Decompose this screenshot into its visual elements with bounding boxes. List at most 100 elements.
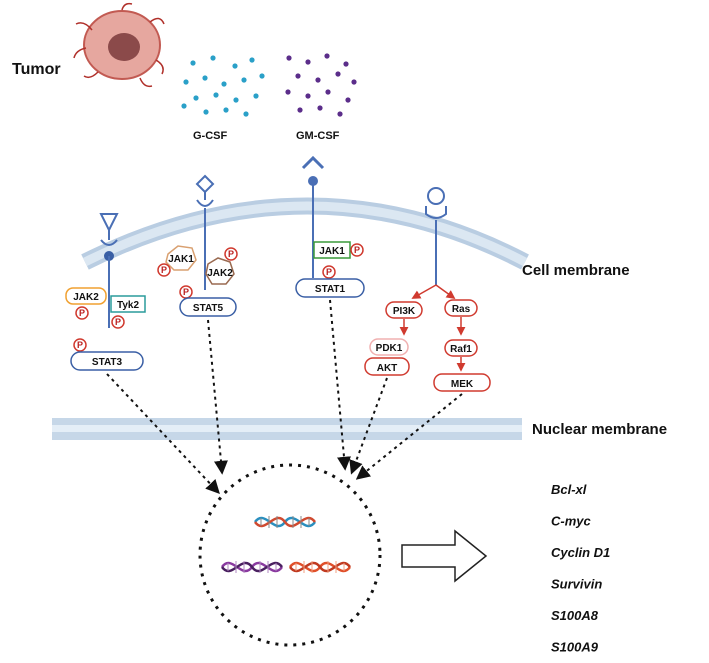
jak2-left-box bbox=[65, 287, 107, 305]
g-csf-label: G-CSF bbox=[193, 130, 228, 142]
akt-box bbox=[364, 357, 410, 376]
molecule-dot bbox=[259, 73, 265, 79]
pi3k-box bbox=[385, 301, 423, 319]
mek-box bbox=[433, 373, 491, 392]
phospho-badge bbox=[111, 315, 125, 329]
gene-label: Survivin bbox=[551, 577, 602, 592]
jak1-mid-shape bbox=[165, 245, 197, 271]
g-csf-molecules bbox=[181, 55, 265, 117]
molecule-dot bbox=[223, 107, 229, 113]
phospho-label: P bbox=[228, 249, 234, 259]
stat1-box bbox=[295, 278, 365, 298]
raf1-label: Raf1 bbox=[450, 344, 472, 355]
mek-label: MEK bbox=[451, 379, 474, 390]
molecule-dot bbox=[295, 73, 301, 79]
akt-label: AKT bbox=[377, 363, 398, 374]
nucleus-boundary bbox=[198, 463, 382, 647]
molecule-dot bbox=[193, 95, 199, 101]
dna-icon bbox=[288, 561, 352, 573]
jak1-right-label: JAK1 bbox=[319, 246, 345, 257]
molecule-dot bbox=[241, 77, 247, 83]
phospho-badge bbox=[75, 306, 89, 320]
gene-label: S100A8 bbox=[551, 608, 599, 623]
gene-label: S100A9 bbox=[551, 640, 599, 655]
phospho-label: P bbox=[354, 245, 360, 255]
right-arrow-icon bbox=[401, 529, 488, 583]
pi3k-label: PI3K bbox=[393, 306, 416, 317]
jak2-mid-label: JAK2 bbox=[207, 268, 233, 279]
stat5-box bbox=[179, 297, 237, 317]
molecule-dot bbox=[232, 63, 238, 69]
phospho-badge bbox=[73, 338, 87, 352]
phospho-label: P bbox=[77, 340, 83, 350]
molecule-dot bbox=[233, 97, 239, 103]
tumor-label: Tumor bbox=[12, 61, 61, 78]
molecule-dot bbox=[181, 103, 187, 109]
nuclear-translocation-arrows bbox=[106, 299, 463, 495]
phospho-label: P bbox=[79, 308, 85, 318]
tyk2-label: Tyk2 bbox=[117, 300, 139, 311]
molecule-dot bbox=[190, 60, 196, 66]
receptor-chevron-icon bbox=[301, 155, 325, 278]
jak1-mid-label: JAK1 bbox=[168, 254, 194, 265]
stat5-label: STAT5 bbox=[193, 303, 224, 314]
molecule-dot bbox=[335, 71, 341, 77]
nuclear-membrane bbox=[52, 418, 522, 440]
phospho-label: P bbox=[115, 317, 121, 327]
molecule-dot bbox=[249, 57, 255, 63]
molecule-dot bbox=[243, 111, 249, 117]
dna-icon bbox=[253, 516, 317, 528]
jak2-left-label: JAK2 bbox=[73, 292, 99, 303]
molecule-dot bbox=[203, 109, 209, 115]
molecule-dot bbox=[253, 93, 259, 99]
gm-csf-label: GM-CSF bbox=[296, 130, 340, 142]
pdk1-label: PDK1 bbox=[376, 343, 403, 354]
nuclear-membrane-label: Nuclear membrane bbox=[532, 421, 667, 438]
gm-csf-molecules bbox=[285, 53, 357, 117]
molecule-dot bbox=[324, 53, 330, 59]
molecule-dot bbox=[351, 79, 357, 85]
molecule-dot bbox=[317, 105, 323, 111]
cell-membrane-label: Cell membrane bbox=[522, 262, 630, 279]
molecule-dot bbox=[297, 107, 303, 113]
gene-label: C-myc bbox=[551, 514, 592, 529]
jak2-mid-shape bbox=[205, 257, 235, 285]
cell-membrane bbox=[81, 197, 529, 270]
dna-icon bbox=[220, 561, 284, 573]
phospho-badge bbox=[157, 263, 171, 277]
molecule-dot bbox=[343, 61, 349, 67]
molecule-dot bbox=[183, 79, 189, 85]
tumor-cell-icon bbox=[73, 2, 165, 88]
gene-label: Bcl-xl bbox=[551, 482, 587, 497]
molecule-dot bbox=[337, 111, 343, 117]
molecule-dot bbox=[315, 77, 321, 83]
phospho-badge bbox=[322, 265, 336, 279]
jak1-right-box bbox=[313, 241, 351, 259]
stat1-label: STAT1 bbox=[315, 284, 346, 295]
phospho-badge bbox=[224, 247, 238, 261]
molecule-dot bbox=[213, 92, 219, 98]
molecule-dot bbox=[285, 89, 291, 95]
molecule-dot bbox=[305, 59, 311, 65]
molecule-dot bbox=[305, 93, 311, 99]
molecule-dot bbox=[286, 55, 292, 61]
pdk1-box bbox=[369, 338, 409, 356]
molecule-dot bbox=[345, 97, 351, 103]
phospho-label: P bbox=[326, 267, 332, 277]
receptor-diamond-icon bbox=[195, 174, 215, 290]
receptor-triangle-icon bbox=[99, 213, 119, 328]
gene-label: Cyclin D1 bbox=[551, 545, 610, 560]
phospho-label: P bbox=[183, 287, 189, 297]
molecule-dot bbox=[210, 55, 216, 61]
raf1-box bbox=[444, 339, 478, 357]
receptor-circle-icon bbox=[425, 187, 447, 285]
stat3-box bbox=[70, 351, 144, 371]
ras-box bbox=[444, 299, 478, 317]
tyk2-box bbox=[110, 295, 146, 313]
molecule-dot bbox=[202, 75, 208, 81]
stat3-label: STAT3 bbox=[92, 357, 123, 368]
phospho-badge bbox=[350, 243, 364, 257]
ras-label: Ras bbox=[452, 304, 471, 315]
